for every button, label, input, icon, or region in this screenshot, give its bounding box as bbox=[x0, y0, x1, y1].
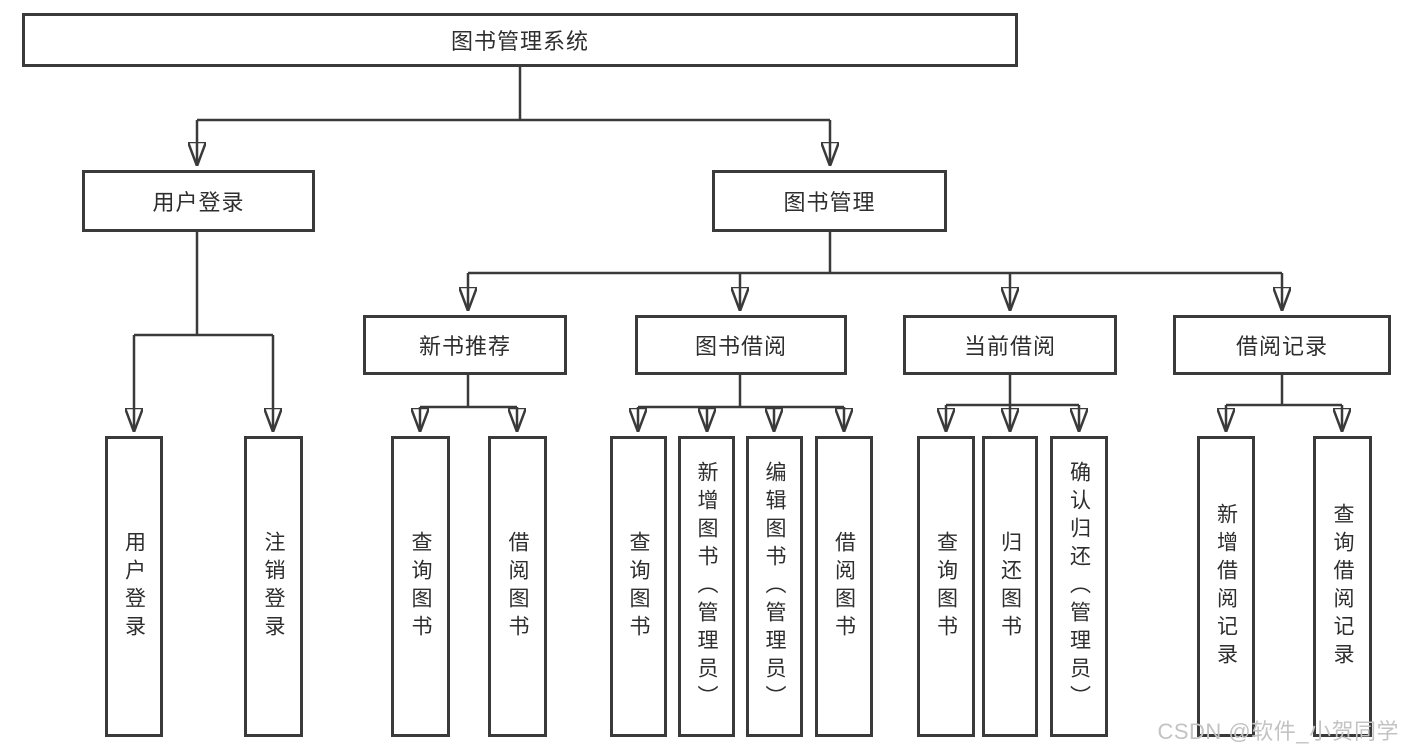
node-leaf-br-add-record-label: 新增借阅记录 bbox=[1214, 502, 1238, 671]
node-leaf-cb-query-books: 查询图书 bbox=[917, 436, 975, 737]
node-book-management: 图书管理 bbox=[712, 170, 947, 232]
node-leaf-br-query-record-label: 查询借阅记录 bbox=[1331, 502, 1354, 671]
node-leaf-bb-add-books-admin: 新增图书（管理员） bbox=[678, 436, 735, 737]
node-leaf-bb-borrow-books: 借阅图书 bbox=[815, 436, 873, 737]
node-new-book-recommendation: 新书推荐 bbox=[363, 315, 567, 375]
node-current-borrowing: 当前借阅 bbox=[903, 315, 1117, 375]
csdn-watermark: CSDN @软件_小贺同学 bbox=[1157, 719, 1399, 744]
node-leaf-br-query-record: 查询借阅记录 bbox=[1313, 436, 1372, 737]
node-leaf-bb-borrow-books-label: 借阅图书 bbox=[832, 530, 856, 643]
node-leaf-rec-borrow-books-label: 借阅图书 bbox=[506, 530, 529, 643]
node-leaf-cb-return-books: 归还图书 bbox=[982, 436, 1038, 737]
node-leaf-cb-confirm-return-admin-label: 确认归还（管理员） bbox=[1067, 460, 1091, 713]
node-leaf-user-login-label: 用户登录 bbox=[122, 530, 146, 643]
node-borrowing-records: 借阅记录 bbox=[1173, 315, 1391, 375]
node-leaf-logout: 注销登录 bbox=[244, 436, 303, 737]
node-book-borrowing: 图书借阅 bbox=[635, 315, 847, 375]
node-leaf-bb-add-books-admin-label: 新增图书（管理员） bbox=[695, 460, 718, 713]
node-leaf-rec-query-books: 查询图书 bbox=[391, 436, 450, 737]
node-leaf-cb-query-books-label: 查询图书 bbox=[934, 530, 958, 643]
node-leaf-bb-query-books-label: 查询图书 bbox=[627, 530, 650, 643]
node-leaf-bb-edit-books-admin: 编辑图书（管理员） bbox=[746, 436, 803, 737]
node-leaf-cb-return-books-label: 归还图书 bbox=[998, 530, 1022, 643]
node-user-login: 用户登录 bbox=[82, 170, 315, 232]
node-root: 图书管理系统 bbox=[22, 13, 1018, 67]
node-leaf-bb-edit-books-admin-label: 编辑图书（管理员） bbox=[763, 460, 786, 713]
node-leaf-bb-query-books: 查询图书 bbox=[610, 436, 667, 737]
node-leaf-logout-label: 注销登录 bbox=[262, 530, 285, 643]
node-leaf-rec-query-books-label: 查询图书 bbox=[409, 530, 432, 643]
node-leaf-cb-confirm-return-admin: 确认归还（管理员） bbox=[1050, 436, 1108, 737]
node-leaf-br-add-record: 新增借阅记录 bbox=[1197, 436, 1255, 737]
node-leaf-user-login: 用户登录 bbox=[105, 436, 163, 737]
node-leaf-rec-borrow-books: 借阅图书 bbox=[488, 436, 547, 737]
